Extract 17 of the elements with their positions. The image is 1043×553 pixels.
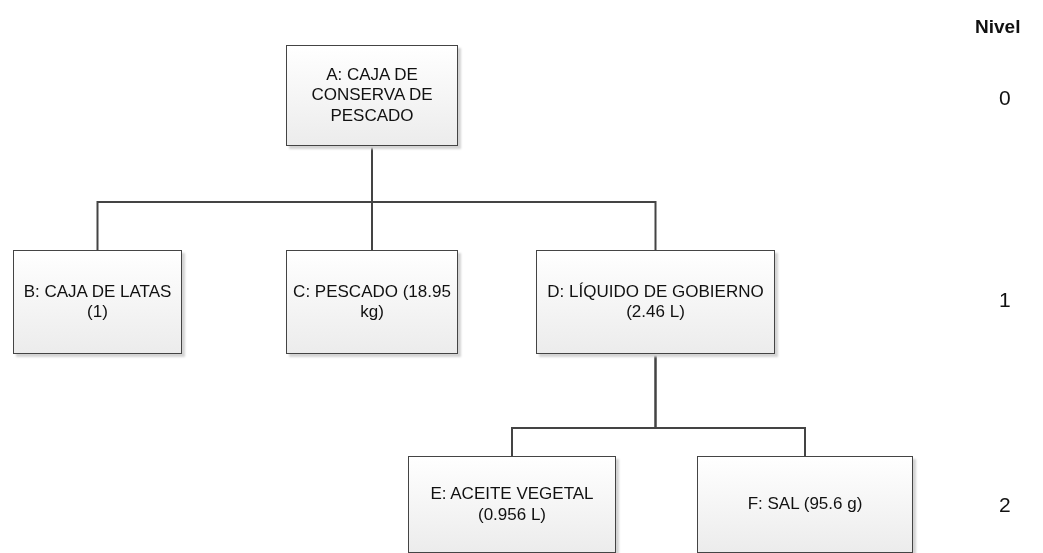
component-box — [536, 250, 775, 354]
component-box — [286, 45, 458, 146]
level-heading: Nivel — [975, 16, 1021, 38]
level-number: 2 — [999, 493, 1011, 517]
component-box — [13, 250, 182, 354]
connector-line — [654, 353, 806, 457]
component-label: D: LÍQUIDO DE GOBIERNO (2.46 L) — [546, 281, 765, 323]
component-label: A: CAJA DE CONSERVA DE PESCADO — [310, 65, 434, 126]
level-number: 0 — [999, 86, 1011, 110]
component-box — [286, 250, 458, 354]
component-label: F: SAL (95.6 g) — [747, 494, 863, 515]
component-label: B: CAJA DE LATAS (1) — [22, 281, 173, 323]
component-box — [408, 456, 616, 553]
component-label: E: ACEITE VEGETAL (0.956 L) — [429, 484, 595, 525]
component-label: C: PESCADO (18.95 kg) — [293, 281, 451, 323]
level-number: 1 — [999, 288, 1011, 312]
component-box — [697, 456, 913, 553]
